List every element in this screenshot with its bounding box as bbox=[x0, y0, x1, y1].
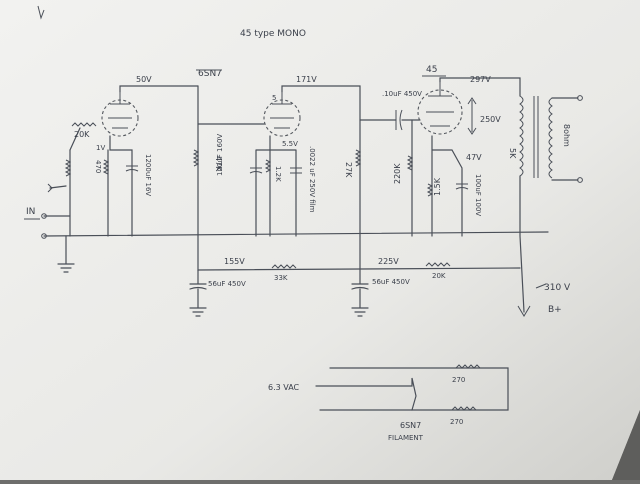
volume-pot bbox=[64, 159, 72, 177]
supply-arrow bbox=[535, 283, 547, 289]
label-node1: 155V bbox=[224, 257, 245, 266]
label-c-k1: 1200uF 16V bbox=[144, 154, 152, 196]
v2-cathode-wires bbox=[255, 135, 297, 237]
label-r-k-out: 1.5K bbox=[433, 177, 442, 196]
drop-resistor-33k bbox=[271, 264, 297, 269]
tube-v2-elements bbox=[270, 92, 294, 129]
filter-cap-1 bbox=[189, 269, 207, 317]
label-v1-cathode: 1V bbox=[96, 144, 105, 152]
label-v2-cathode: 5.5V bbox=[282, 140, 298, 148]
label-out-bias: 250V bbox=[480, 115, 501, 124]
cathode-cap-1200uf bbox=[125, 165, 139, 172]
label-r-plate1: 47K bbox=[214, 156, 223, 172]
v1-cathode-wire bbox=[107, 135, 133, 237]
filament-center-wire bbox=[315, 377, 417, 411]
v1-plate-wire bbox=[119, 85, 199, 93]
label-r-plate2: 27K bbox=[344, 162, 353, 178]
schematic-title: 45 type MONO bbox=[240, 29, 306, 39]
label-r-k1: 470 bbox=[94, 160, 102, 173]
v3-plate-wire bbox=[439, 77, 521, 97]
label-c-k-out: 100uF 100V bbox=[474, 174, 482, 216]
cathode-cap-100uf bbox=[249, 167, 263, 174]
label-filament-ac: 6.3 VAC bbox=[268, 383, 300, 392]
label-out-cathode: 47V bbox=[466, 153, 482, 162]
label-c-filter1: 56uF 450V bbox=[208, 280, 246, 288]
label-secondary: 8ohm bbox=[562, 124, 571, 147]
cathode-resistor-1-5k bbox=[426, 183, 434, 197]
transformer-primary bbox=[519, 95, 524, 177]
bplus-arrow bbox=[517, 305, 531, 317]
label-c-k2b: .0022 uF 250V film bbox=[308, 146, 316, 213]
tube-v1-elements bbox=[108, 92, 132, 129]
label-filament-word: FILAMENT bbox=[388, 434, 424, 442]
out-cathode-wires bbox=[431, 135, 463, 237]
bplus-rail bbox=[519, 175, 525, 313]
v2-plate-wire bbox=[281, 85, 361, 237]
coupling-cap bbox=[395, 109, 403, 131]
label-c-k2a: 100uF 160V bbox=[216, 134, 224, 176]
label-supply: 310 V bbox=[544, 283, 571, 293]
drop-resistor-20k bbox=[425, 262, 451, 267]
bypass-cap-0022uf bbox=[290, 167, 302, 174]
label-misc-5: 5 bbox=[272, 94, 276, 102]
cathode-resistor-1-2k bbox=[264, 159, 272, 173]
label-r-drop2: 20K bbox=[432, 272, 446, 280]
pot-arrow bbox=[47, 183, 53, 193]
label-out-plate: 297V bbox=[470, 75, 491, 84]
filament-resistor-2 bbox=[451, 406, 477, 411]
label-filament-tube: 6SN7 bbox=[400, 421, 421, 430]
pot-to-grid bbox=[69, 127, 81, 151]
background-corner bbox=[612, 410, 640, 480]
grid-resistor-220k bbox=[406, 155, 414, 171]
plate-resistor-27k bbox=[354, 149, 362, 167]
label-bplus: B+ bbox=[548, 305, 562, 315]
cathode-cap-100uf-out bbox=[455, 183, 469, 190]
pen-mark bbox=[37, 5, 45, 20]
pot-wiper bbox=[49, 185, 67, 189]
plate-volt-arrow bbox=[467, 97, 477, 135]
label-r-fil2: 270 bbox=[450, 418, 463, 426]
input-terminal bbox=[41, 213, 47, 219]
speaker-leads bbox=[551, 97, 579, 181]
tube-v3-elements bbox=[426, 82, 454, 127]
input-ground-symbol bbox=[57, 235, 75, 273]
label-v2-plate: 171V bbox=[296, 75, 317, 84]
filament-loop bbox=[319, 367, 509, 411]
label-primary: 5K bbox=[508, 148, 517, 159]
transformer-core bbox=[533, 96, 539, 178]
label-r-drop1: 33K bbox=[274, 274, 288, 282]
label-node2: 225V bbox=[378, 257, 399, 266]
label-c-couple: .10uF 450V bbox=[382, 90, 422, 98]
label-v1-plate: 50V bbox=[136, 75, 152, 84]
grid-resistor-20k bbox=[71, 122, 97, 127]
speaker-terminal-bottom bbox=[577, 177, 583, 183]
label-r-grid1: 20K bbox=[74, 130, 90, 139]
label-r-grid-out: 220K bbox=[393, 163, 402, 184]
tube-v3 bbox=[417, 89, 463, 135]
cathode-resistor-470 bbox=[102, 159, 110, 175]
filament-resistor-1 bbox=[455, 364, 481, 369]
label-input: IN bbox=[26, 207, 35, 217]
filter-cap-2 bbox=[351, 235, 369, 317]
label-r-fil1: 270 bbox=[452, 376, 465, 384]
label-c-filter2: 56uF 450V bbox=[372, 278, 410, 286]
label-tube-driver: 6SN7 bbox=[198, 69, 222, 79]
speaker-terminal-top bbox=[577, 95, 583, 101]
plate-resistor-47k bbox=[192, 149, 200, 167]
input-ground-terminal bbox=[41, 233, 47, 239]
label-tube-output: 45 bbox=[426, 65, 437, 75]
label-r-k2: 1.2K bbox=[274, 166, 282, 182]
transformer-secondary bbox=[548, 97, 553, 179]
